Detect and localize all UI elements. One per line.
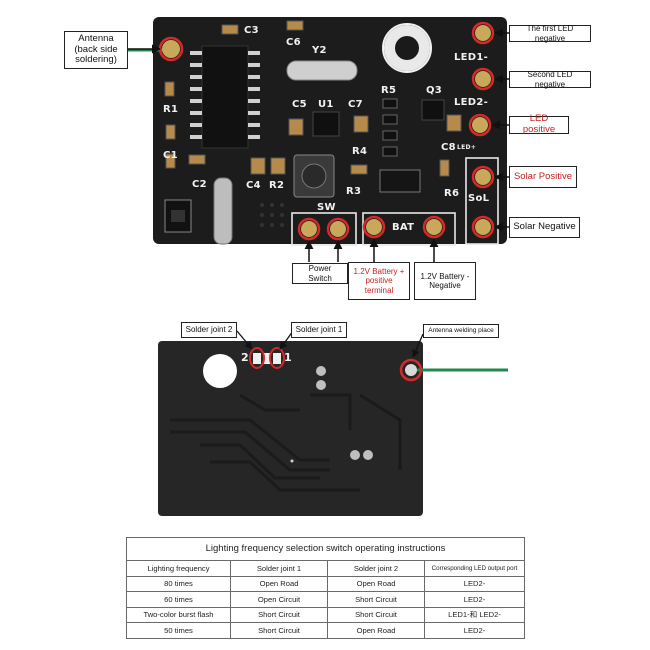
silk-u1: U1 [318, 99, 334, 110]
callout-power-switch: Power Switch [292, 263, 348, 284]
table-cell: Short Circuit [230, 606, 328, 623]
table-cell: LED2- [424, 575, 525, 592]
callout-antenna: Antenna (back side soldering) [64, 31, 128, 69]
arrow-solder-joint-1 [279, 330, 294, 350]
joint-number-1: 1 [284, 351, 292, 364]
table-title: Lighting frequency selection switch oper… [126, 537, 525, 560]
table-cell: Short Circuit [327, 591, 425, 608]
callout-first-led-negative: The first LED negative [509, 24, 591, 43]
silk-led-plus: LED+ [457, 144, 477, 151]
callout-solar-positive: Solar Positive [509, 166, 577, 188]
sol-outline [465, 157, 499, 245]
table-cell: 80 times [126, 575, 231, 592]
solder-joint-mid-pad [263, 353, 271, 364]
via-grid [260, 203, 284, 227]
table-cell: 50 times [126, 622, 231, 639]
silk-c3: C3 [244, 25, 259, 36]
silk-c7: C7 [348, 99, 363, 110]
joint-number-2: 2 [241, 351, 249, 364]
silk-q3: Q3 [426, 85, 443, 96]
table-cell: LED1-和 LED2- [424, 606, 525, 623]
callout-solder-joint-2: Solder joint 2 [181, 322, 237, 338]
silk-c2: C2 [192, 179, 207, 190]
bottom-mounting-hole [203, 354, 237, 388]
silk-r6: R6 [444, 188, 460, 199]
header-led-output-port: Corresponding LED output port [424, 560, 525, 577]
pad-battery-positive [362, 215, 386, 239]
silk-sw: SW [317, 202, 336, 213]
arrow-antenna-weld [412, 333, 424, 358]
silk-r1: R1 [163, 104, 179, 115]
table-row: 60 times Open Circuit Short Circuit LED2… [126, 591, 525, 608]
table-header-row: Lighting frequency Solder joint 1 Solder… [126, 560, 525, 577]
solder-joint-1-pad [273, 353, 281, 364]
pad-led2 [471, 67, 495, 91]
slide-switch [164, 199, 192, 233]
callout-second-led-negative: Second LED negative [509, 70, 591, 89]
silk-c1: C1 [163, 150, 178, 161]
sw-outline [291, 212, 357, 246]
pad-led-positive [468, 113, 492, 137]
table-cell: Short Circuit [327, 606, 425, 623]
diode-module [379, 169, 421, 193]
callout-battery-negative: 1.2V Battery - Negative [414, 262, 476, 300]
arrow-solder-joint-2 [236, 330, 253, 350]
callout-led-positive: LED positive [509, 113, 569, 135]
silk-r5: R5 [381, 85, 397, 96]
silk-bat: BAT [392, 222, 415, 233]
table-row: Two-color burst flash Short Circuit Shor… [126, 606, 525, 623]
instructions-table: Lighting frequency selection switch oper… [126, 537, 525, 639]
callout-battery-positive: 1.2V Battery + positive terminal [348, 262, 410, 300]
silk-c8: C8 [441, 142, 456, 153]
table-cell: Open Road [327, 575, 425, 592]
solder-joint-2-pad [253, 353, 261, 364]
silk-c5: C5 [292, 99, 307, 110]
silk-r2: R2 [269, 180, 285, 191]
pad-switch-2 [326, 217, 350, 241]
silk-c6: C6 [286, 37, 301, 48]
table-cell: Open Road [230, 575, 328, 592]
silk-y2: Y2 [312, 45, 327, 56]
crystal-y2 [286, 60, 358, 81]
header-solder-joint-2: Solder joint 2 [327, 560, 425, 577]
table-cell: Open Circuit [230, 591, 328, 608]
table-cell: Two-color burst flash [126, 606, 231, 623]
header-solder-joint-1: Solder joint 1 [230, 560, 328, 577]
table-cell: LED2- [424, 622, 525, 639]
pad-antenna [158, 36, 184, 62]
crystal-vertical [213, 177, 233, 245]
table-row: 80 times Open Road Open Road LED2- [126, 575, 525, 592]
silk-r4: R4 [352, 146, 368, 157]
smd-components [164, 20, 462, 177]
ic-chip [201, 45, 249, 149]
antenna-weld-pad [405, 364, 417, 376]
silk-led1: LED1- [454, 52, 489, 63]
pcb-traces [170, 393, 402, 492]
table-cell: 60 times [126, 591, 231, 608]
table-cell: LED2- [424, 591, 525, 608]
pad-battery-negative [422, 215, 446, 239]
table-cell: Open Road [327, 622, 425, 639]
transistor-q3 [421, 99, 445, 121]
header-lighting-frequency: Lighting frequency [126, 560, 231, 577]
transistor-u1 [312, 111, 340, 137]
table-row: 50 times Short Circuit Open Road LED2- [126, 622, 525, 639]
pad-solar-positive [471, 165, 495, 189]
silk-c4: C4 [246, 180, 261, 191]
pad-led1 [471, 21, 495, 45]
silk-sol: SoL [468, 193, 490, 204]
silk-led2: LED2- [454, 97, 489, 108]
callout-solder-joint-1: Solder joint 1 [291, 322, 347, 338]
pad-solar-negative [471, 215, 495, 239]
pad-switch-1 [297, 217, 321, 241]
callout-antenna-welding-place: Antenna welding place [423, 324, 499, 338]
callout-solar-negative: Solar Negative [509, 217, 580, 238]
silk-r3: R3 [346, 186, 362, 197]
table-cell: Short Circuit [230, 622, 328, 639]
